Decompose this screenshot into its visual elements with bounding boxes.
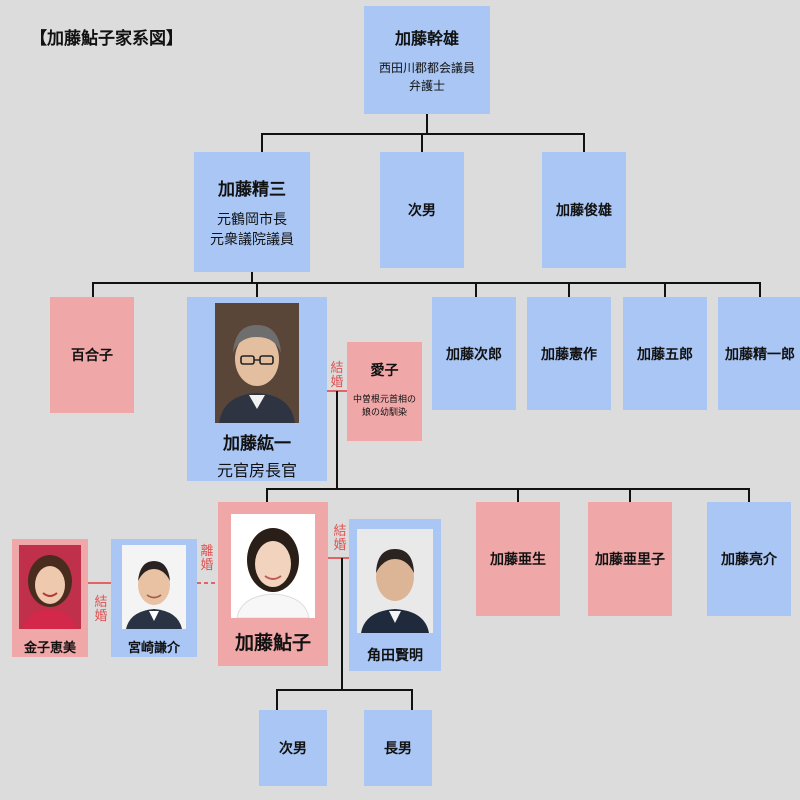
- portrait-miyazaki-icon: [122, 545, 186, 629]
- portrait-kato-ayuko: [231, 514, 315, 618]
- marriage-label-ayuko: 結婚: [333, 524, 347, 553]
- portrait-ayuko-icon: [231, 514, 315, 618]
- marriage-label-miyazaki: 結婚: [94, 595, 108, 624]
- person-chonan: 長男: [364, 710, 432, 786]
- person-kaneko-emi: 金子恵美: [12, 539, 88, 657]
- person-kato-ayuko: 加藤鮎子: [218, 502, 328, 666]
- line-seizo-children: [92, 272, 761, 297]
- portrait-miyazaki-kensuke: [122, 545, 186, 629]
- person-jinan-2: 次男: [259, 710, 327, 786]
- person-kato-toshio: 加藤俊雄: [542, 152, 626, 268]
- person-kato-ariko: 加藤亜里子: [588, 502, 672, 616]
- portrait-tsunoda-icon: [357, 529, 433, 633]
- person-kato-asei: 加藤亜生: [476, 502, 560, 616]
- portrait-kato-koichi: [215, 303, 299, 423]
- line-ayuko-children: [276, 558, 413, 710]
- person-tsunoda-masaaki: 角田賢明: [349, 519, 441, 671]
- person-kato-seizo: 加藤精三 元鶴岡市長 元衆議院議員: [194, 152, 310, 272]
- person-kato-kanyu: 加藤幹雄 西田川郡都会議員 弁護士: [364, 6, 490, 114]
- person-jinan-1: 次男: [380, 152, 464, 268]
- divorce-label-ayuko: 離婚: [200, 544, 214, 573]
- person-yuriko: 百合子: [50, 297, 134, 413]
- portrait-koichi-icon: [215, 303, 299, 423]
- person-kato-seiichiro: 加藤精一郎: [718, 297, 800, 410]
- line-koichi-children: [266, 391, 750, 502]
- portrait-tsunoda-masaaki: [357, 529, 433, 633]
- person-kato-ryosuke: 加藤亮介: [707, 502, 791, 616]
- portrait-kaneko-emi: [19, 545, 81, 629]
- person-aiko: 愛子 中曽根元首相の 娘の幼馴染: [347, 342, 422, 441]
- person-kato-koichi: 加藤紘一 元官房長官: [187, 297, 327, 481]
- portrait-kaneko-icon: [19, 545, 81, 629]
- person-kato-jiro: 加藤次郎: [432, 297, 516, 410]
- person-miyazaki-kensuke: 宮崎謙介: [111, 539, 197, 657]
- person-kato-kensaku: 加藤憲作: [527, 297, 611, 410]
- line-kanyu-children: [261, 114, 585, 152]
- person-kato-goro: 加藤五郎: [623, 297, 707, 410]
- diagram-title: 【加藤鮎子家系図】: [30, 29, 183, 49]
- marriage-label-koichi: 結婚: [330, 361, 344, 390]
